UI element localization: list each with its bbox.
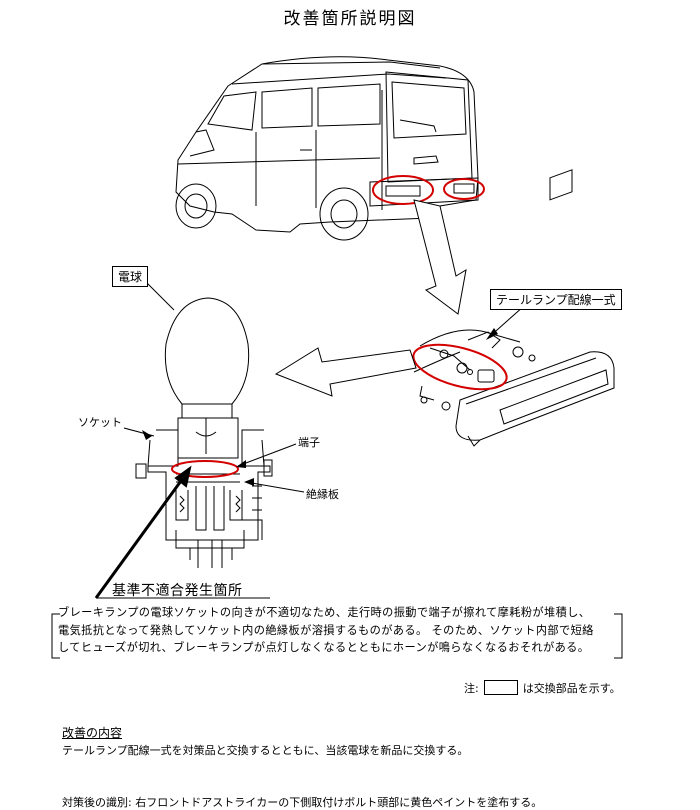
terminal-highlight — [171, 460, 239, 478]
legend-note: 注: は交換部品を示す。 — [464, 680, 621, 696]
terminal-label: 端子 — [298, 436, 320, 449]
insulator-label: 絶縁板 — [306, 488, 339, 501]
tail-lamp-harness-label: テールランプ配線一式 — [490, 289, 622, 310]
description-bracket-left — [51, 613, 60, 659]
improvement-body: テールランプ配線一式を対策品と交換するとともに、当該電球を新品に交換する。 — [62, 744, 469, 757]
van-highlight-left — [372, 175, 434, 205]
note-suffix: は交換部品を示す。 — [522, 682, 621, 695]
bulb-socket-illustration — [135, 297, 273, 568]
replacement-part-box-icon — [483, 680, 518, 695]
socket-label: ソケット — [78, 416, 122, 429]
description-line: ブレーキランプの電球ソケットの向きが不適切なため、走行時の振動で端子が擦れて摩耗… — [58, 606, 591, 619]
description-bracket-right — [614, 613, 623, 659]
bulb-label-leader — [143, 279, 175, 311]
defect-arrow-head — [174, 465, 192, 488]
harness-highlight — [412, 343, 508, 391]
description-line: 電気抵抗となって発熱してソケット内の絶縁板が溶損するものがある。 そのため、ソケ… — [58, 623, 594, 637]
description-line: してヒューズが切れ、ブレーキランプが点灯しなくなるとともにホーンが鳴らなくなるお… — [58, 641, 590, 654]
bulb-label: 電球 — [112, 266, 149, 287]
tail-lamp-harness-illustration — [413, 169, 615, 447]
socket-leader-head — [142, 430, 152, 440]
defect-description: ブレーキランプの電球ソケットの向きが不適切なため、走行時の振動で端子が擦れて摩耗… — [58, 604, 618, 657]
van-illustration — [175, 56, 479, 241]
note-prefix: 注: — [464, 682, 479, 695]
terminal-label-leader — [237, 443, 297, 467]
improvement-heading: 改善の内容 — [62, 726, 123, 740]
arrow-to-bulb — [274, 347, 417, 397]
insulator-label-leader — [245, 481, 305, 493]
harness-pointer-head — [486, 328, 498, 340]
van-highlight-right — [443, 178, 485, 200]
defect-arrow — [94, 473, 188, 599]
identification-text: 対策後の識別: 右フロントドアストライカーの下側取付けボルト頭部に黄色ペイントを… — [62, 796, 543, 809]
arrow-to-harness — [413, 199, 467, 315]
page-title: 改善箇所説明図 — [283, 9, 417, 29]
terminal-leader-head — [236, 460, 246, 468]
insulator-leader-head — [244, 478, 254, 486]
defect-location-label: 基準不適合発生箇所 — [112, 583, 243, 599]
